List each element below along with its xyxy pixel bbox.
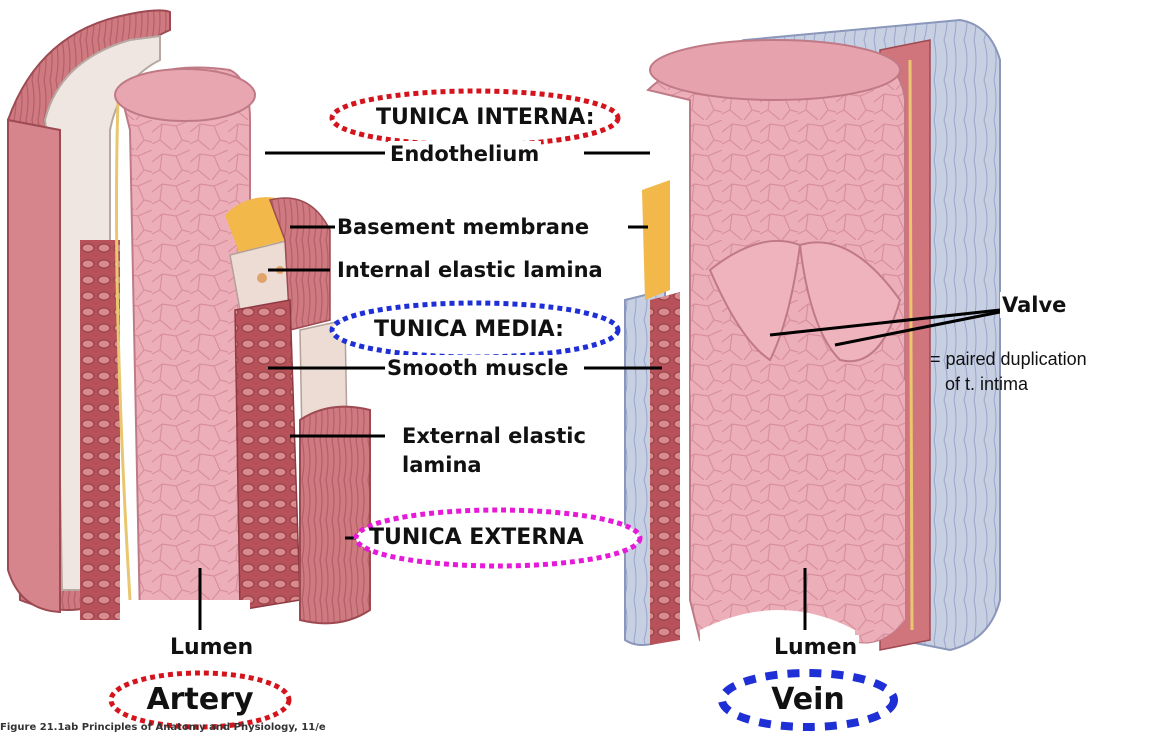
- tunica-externa-label: TUNICA EXTERNA: [367, 525, 586, 551]
- figure-caption: Figure 21.1ab Principles of Anatomy and …: [0, 722, 326, 734]
- valve-label: Valve: [1000, 292, 1068, 318]
- lumen-vein-label: Lumen: [772, 635, 859, 661]
- valve-note-line2: of t. intima: [945, 373, 1028, 396]
- internal-elastic-lamina-label: Internal elastic lamina: [335, 257, 605, 283]
- vein-illustration: [625, 20, 1000, 650]
- basement-membrane-label: Basement membrane: [335, 214, 591, 240]
- tunica-media-label: TUNICA MEDIA:: [372, 317, 566, 343]
- endothelium-label: Endothelium: [388, 141, 541, 167]
- vein-title: Vein: [730, 682, 886, 718]
- lumen-artery-label: Lumen: [168, 635, 255, 661]
- valve-note-line1: = paired duplication: [930, 348, 1087, 371]
- artery-illustration: [8, 10, 370, 640]
- tunica-interna-label: TUNICA INTERNA:: [374, 105, 597, 131]
- external-elastic-label-line1: External elastic: [400, 423, 588, 449]
- smooth-muscle-label: Smooth muscle: [385, 355, 570, 381]
- artery-title: Artery: [120, 682, 280, 718]
- external-elastic-label-line2: lamina: [400, 452, 484, 478]
